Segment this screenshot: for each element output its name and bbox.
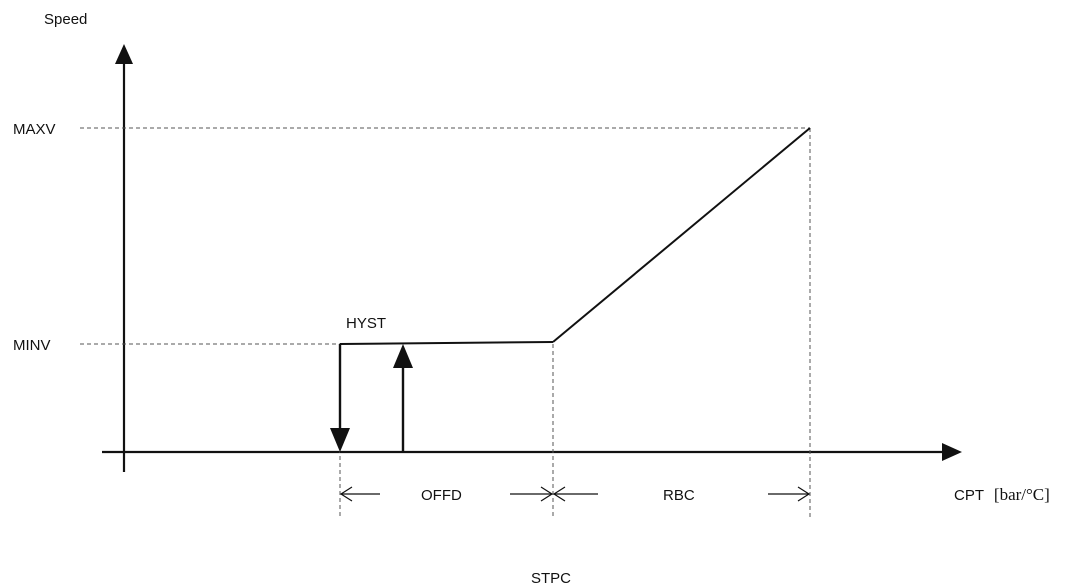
offd-label: OFFD [421,487,462,504]
rbc-left-arrowhead [552,486,566,502]
x-axis-label: CPT [bar/°C] [954,485,1050,504]
min-speed-segment [339,341,554,345]
maxv-label: MAXV [13,121,56,138]
dimension-arrows [339,486,811,502]
guide-lines [80,127,811,518]
speed-curve [339,127,811,453]
y-axis-label: Speed [44,11,87,28]
hysteresis-arrows [330,344,413,452]
hyst-label: HYST [346,315,386,332]
y-axis [115,44,133,472]
minv-label: MINV [13,337,51,354]
stpc-label: STPC [531,570,571,587]
x-axis-label-unit: [bar/°C] [994,485,1050,504]
rbc-right-arrowhead [797,486,811,502]
up-arrow-icon [393,344,413,368]
x-axis-label-main: CPT [954,487,984,504]
offd-left-arrowhead [339,486,353,502]
down-arrow-icon [330,428,350,452]
ramp-segment [552,127,811,343]
rbc-label: RBC [663,487,695,504]
x-axis [102,443,962,461]
offd-right-arrowhead [540,486,554,502]
